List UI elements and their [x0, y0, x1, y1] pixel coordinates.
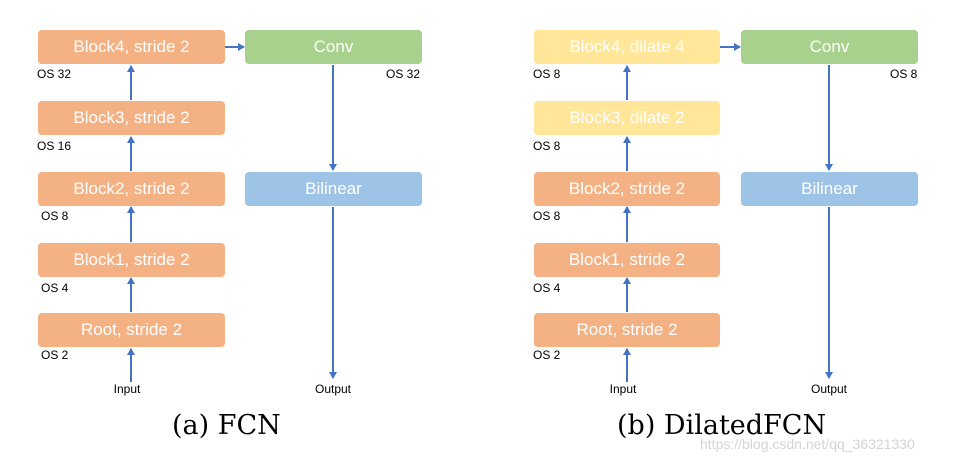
fcn-bilinear-label: Bilinear	[305, 179, 362, 198]
dilated-os-block4: OS 8	[533, 67, 561, 81]
fcn-block2: Block2, stride 2	[38, 172, 225, 206]
dilated-block3: Block3, dilate 2	[534, 101, 720, 135]
dilated-bilinear: Bilinear	[741, 172, 918, 206]
dilated-conv: Conv	[741, 30, 918, 64]
dilated-block1: Block1, stride 2	[534, 243, 720, 277]
fcn-os-root: OS 2	[41, 348, 69, 362]
fcn-block3-label: Block3, stride 2	[73, 108, 190, 127]
fcn-block1-label: Block1, stride 2	[73, 250, 190, 269]
fcn-block3: Block3, stride 2	[38, 101, 225, 135]
watermark: https://blog.csdn.net/qq_36321330	[700, 436, 915, 452]
dilated-root: Root, stride 2	[534, 313, 720, 347]
fcn-input-label: Input	[113, 382, 141, 396]
fcn-os-block1: OS 4	[41, 281, 69, 295]
dilated-output-label: Output	[810, 382, 848, 396]
fcn-bilinear: Bilinear	[245, 172, 422, 206]
dilated-os-block3: OS 8	[533, 139, 561, 153]
fcn-block1: Block1, stride 2	[38, 243, 225, 277]
fcn-os-block2: OS 8	[41, 209, 69, 223]
fcn-os-block3: OS 16	[37, 139, 72, 153]
dilated-conv-label: Conv	[809, 37, 850, 56]
dilated-input-label: Input	[609, 382, 637, 396]
fcn-conv-label: Conv	[313, 37, 354, 56]
fcn-os-block4: OS 32	[37, 67, 72, 81]
fcn-conv: Conv	[245, 30, 422, 64]
dilated-os-block1: OS 4	[533, 281, 561, 295]
fcn-output-label: Output	[314, 382, 352, 396]
dilated-block4: Block4, dilate 4	[534, 30, 720, 64]
fcn-block4: Block4, stride 2	[38, 30, 225, 64]
dilated-bilinear-label: Bilinear	[801, 179, 858, 198]
dilated-os-conv: OS 8	[890, 67, 918, 81]
dilated-caption: (b) DilatedFCN	[617, 410, 827, 441]
fcn-root: Root, stride 2	[38, 313, 225, 347]
fcn-block4-label: Block4, stride 2	[73, 37, 190, 56]
fcn-os-conv: OS 32	[386, 67, 421, 81]
dilated-block2-label: Block2, stride 2	[568, 179, 686, 198]
dilated-block2: Block2, stride 2	[534, 172, 720, 206]
fcn-root-label: Root, stride 2	[80, 320, 183, 339]
dilated-block3-label: Block3, dilate 2	[569, 108, 685, 127]
dilated-block1-label: Block1, stride 2	[568, 250, 686, 269]
dilated-root-label: Root, stride 2	[576, 320, 678, 339]
dilated-os-root: OS 2	[533, 348, 561, 362]
fcn-block2-label: Block2, stride 2	[73, 179, 190, 198]
dilated-os-block2: OS 8	[533, 209, 561, 223]
dilated-block4-label: Block4, dilate 4	[569, 37, 685, 56]
fcn-caption: (a) FCN	[172, 410, 281, 441]
